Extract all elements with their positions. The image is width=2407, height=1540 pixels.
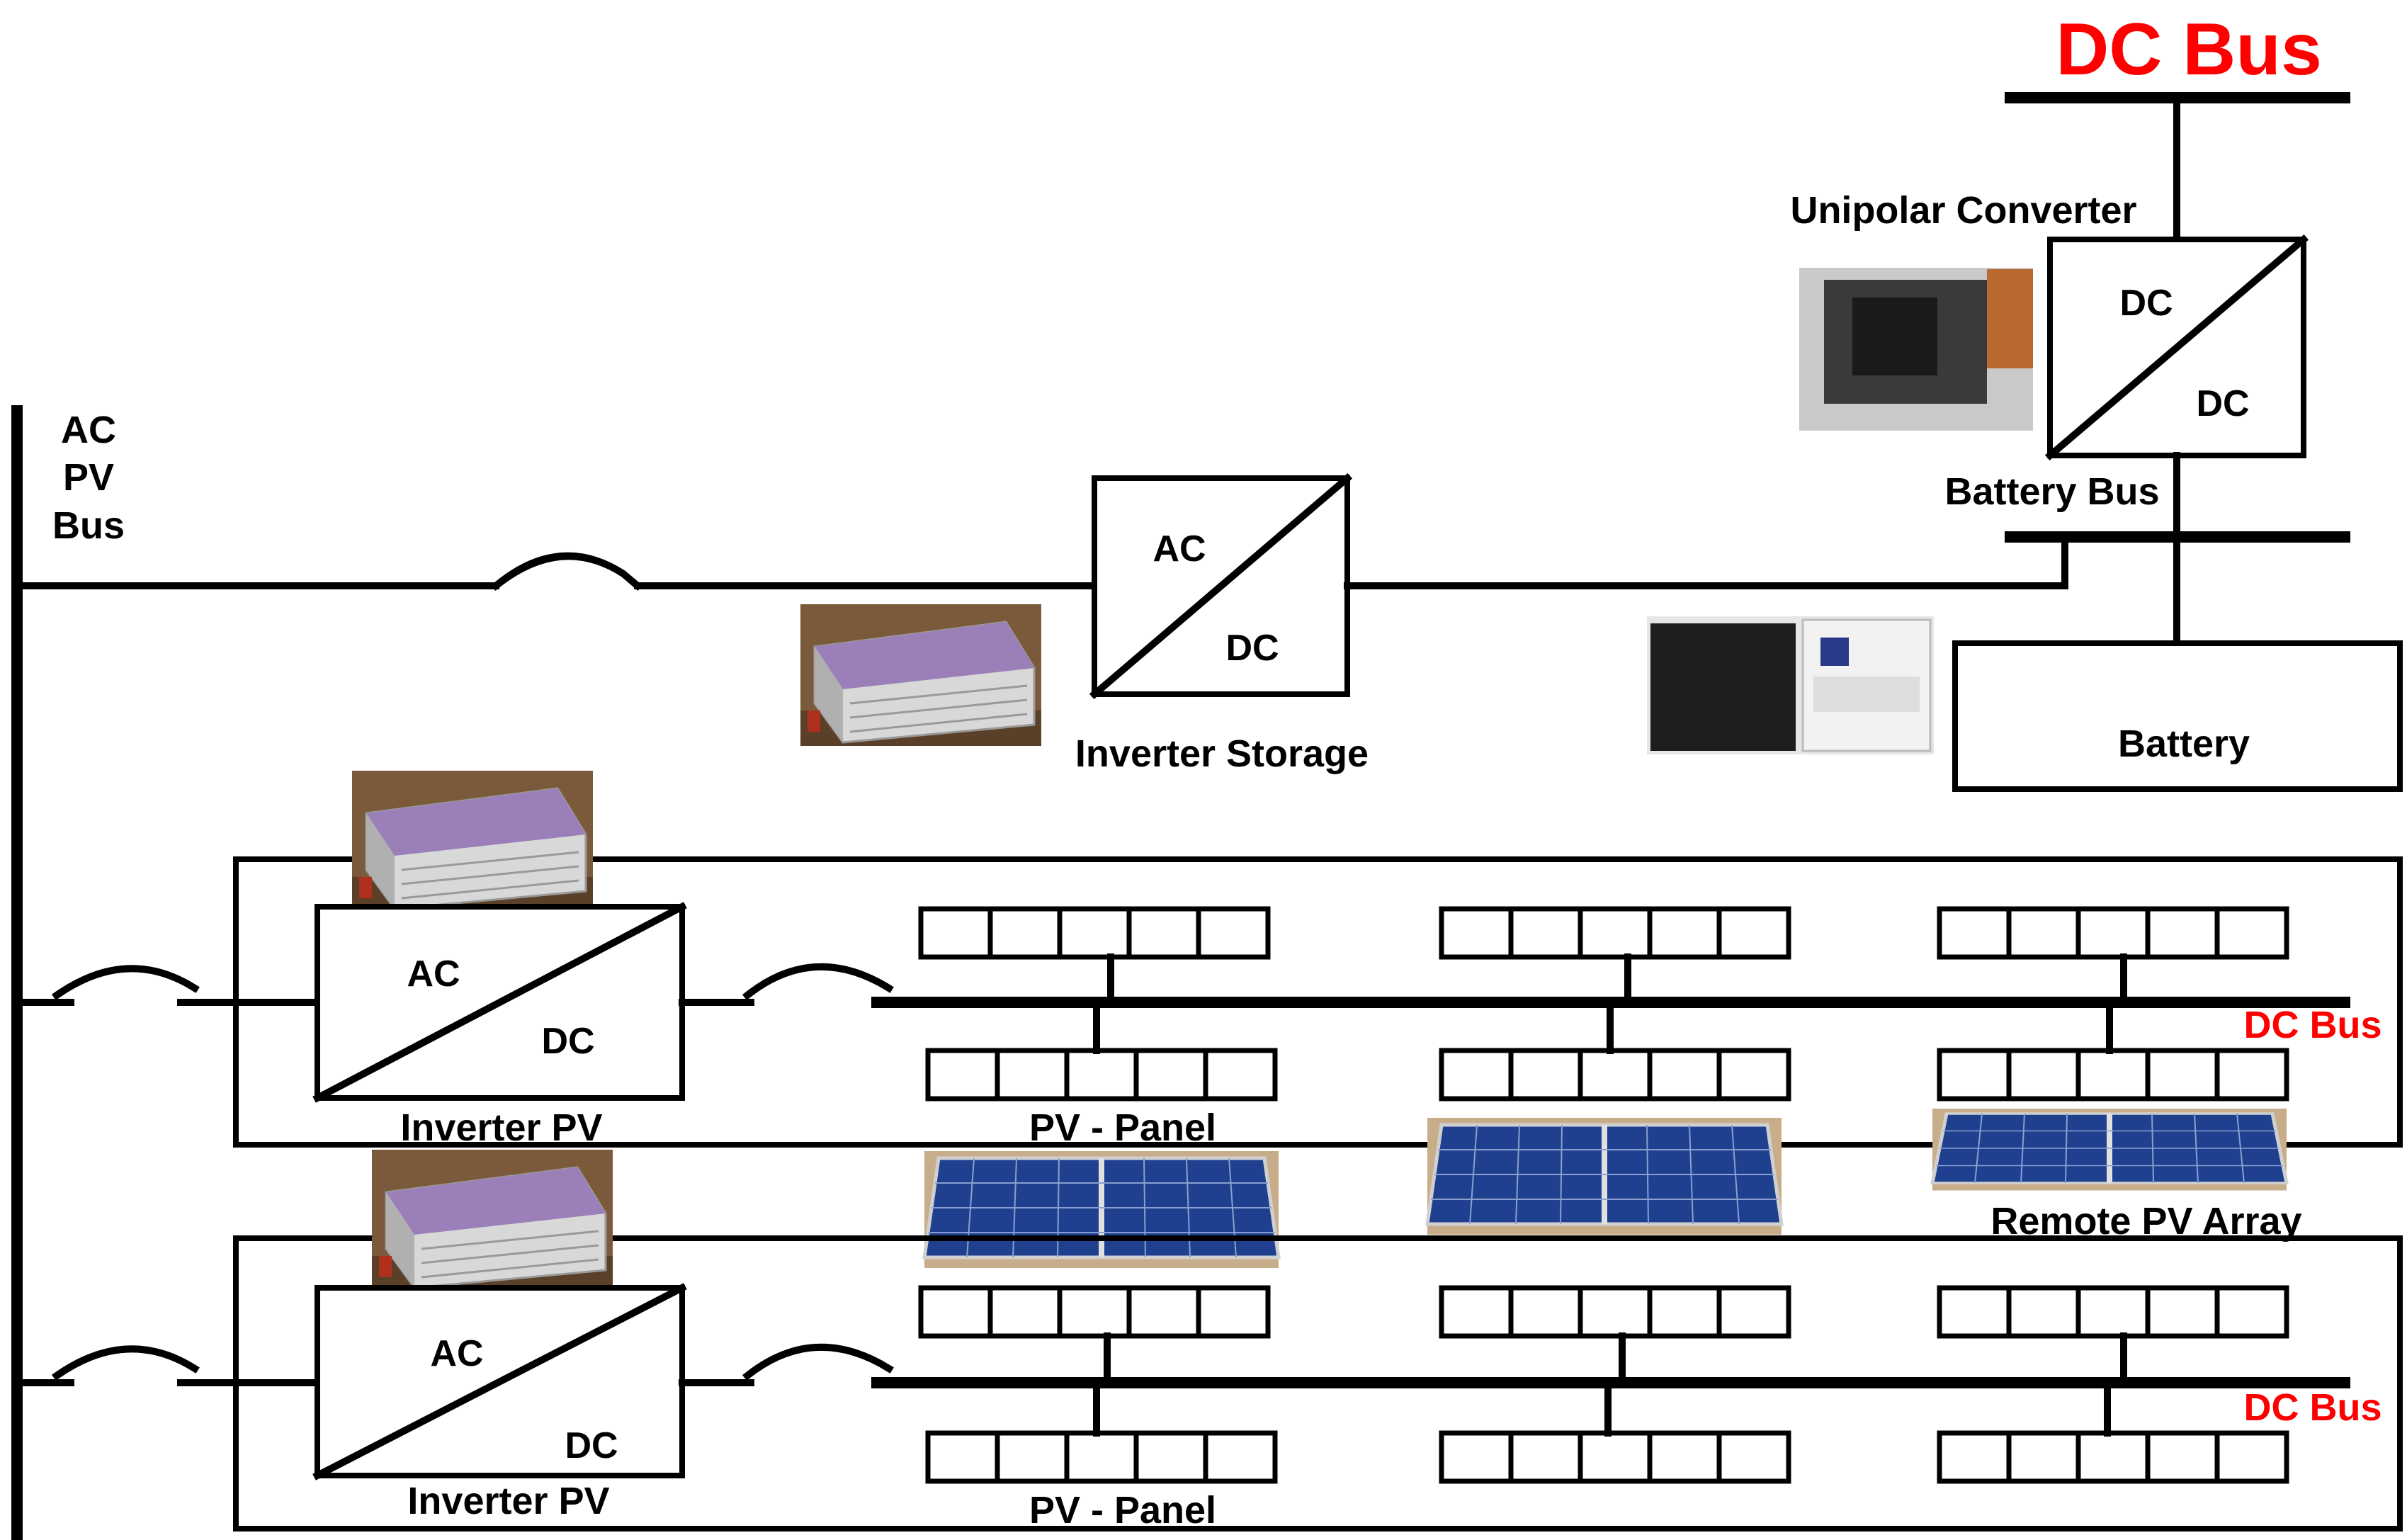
pv2-panel-row-lower-1 — [928, 1433, 1275, 1481]
inverter-pv-1-label: Inverter PV — [400, 1106, 602, 1149]
pv1-inverter-top: AC — [407, 953, 460, 995]
inverter-pv-2-label: Inverter PV — [407, 1480, 609, 1522]
pv1-panel-row-upper-2 — [1442, 909, 1789, 957]
pv2-dc-bus-label: DC Bus — [2243, 1386, 2381, 1429]
pv2-panel-row-upper-2 — [1442, 1288, 1789, 1336]
ac-pv-bus-label-line3: Bus — [52, 504, 125, 547]
pv2-panel-row-lower-2 — [1442, 1433, 1789, 1481]
pv1-breaker-switch — [52, 965, 200, 1000]
pv-panel-1-label: PV - Panel — [1029, 1106, 1216, 1149]
pv2-panel-connectors — [1093, 1332, 2127, 1437]
ac-pv-bus-label-line2: PV — [63, 456, 114, 499]
pv1-dc-bus-label: DC Bus — [2243, 1004, 2381, 1046]
inverter-photo-pv-2 — [370, 1148, 614, 1293]
unipolar-converter-label: Unipolar Converter — [1790, 189, 2136, 232]
storage-to-battery-bus-line — [1344, 533, 2068, 589]
unipolar-converter-box: DC DC — [2044, 234, 2309, 461]
storage-inverter-top: AC — [1152, 528, 1206, 570]
pv2-panel-row-upper-3 — [1939, 1288, 2287, 1336]
battery-label: Battery — [2118, 723, 2250, 765]
pv2-panel-row-upper-1 — [921, 1288, 1268, 1336]
pv-panel-2-label: PV - Panel — [1029, 1489, 1216, 1531]
pv1-panel-row-lower-2 — [1442, 1051, 1789, 1099]
pv2-inverter-top: AC — [430, 1333, 483, 1374]
pv1-dc-switch — [742, 963, 894, 1001]
pv2-dc-switch — [742, 1343, 894, 1381]
storage-inverter-bottom: DC — [1225, 628, 1279, 669]
storage-inverter-box: AC DC — [1089, 472, 1353, 700]
pv1-panel-row-lower-3 — [1939, 1051, 2287, 1099]
battery-box — [1952, 640, 2403, 792]
pv2-inverter-bottom: DC — [565, 1425, 618, 1466]
inverter-storage-label: Inverter Storage — [1075, 732, 1369, 775]
inverter-photo-pv-1 — [351, 769, 594, 914]
pv2-breaker-switch — [52, 1345, 200, 1381]
solar-panel-photo-3 — [1932, 1109, 2287, 1191]
pv2-panel-row-lower-3 — [1939, 1433, 2287, 1481]
dc-bus-title: DC Bus — [2056, 9, 2322, 91]
pv1-inverter-box: AC DC — [312, 902, 687, 1103]
battery-photo — [1647, 616, 1934, 754]
inverter-photo-storage — [799, 603, 1043, 747]
pv2-inverter-box: AC DC — [312, 1283, 687, 1480]
storage-breaker-switch — [490, 552, 643, 591]
converter-photo — [1799, 268, 2033, 431]
solar-panel-photo-2 — [1427, 1118, 1782, 1235]
solar-panel-photo-1 — [924, 1151, 1279, 1268]
pv1-panel-connectors — [1093, 953, 2127, 1054]
pv1-inverter-bottom: DC — [541, 1021, 594, 1062]
pv1-panel-row-lower-1 — [928, 1051, 1275, 1099]
battery-bus-label: Battery Bus — [1944, 470, 2159, 513]
pv1-panel-row-upper-3 — [1939, 909, 2287, 957]
unipolar-converter-bottom: DC — [2196, 383, 2249, 424]
pv1-panel-row-upper-1 — [921, 909, 1268, 957]
ac-pv-bus-label-line1: AC — [61, 409, 116, 451]
unipolar-converter-top: DC — [2119, 283, 2173, 324]
